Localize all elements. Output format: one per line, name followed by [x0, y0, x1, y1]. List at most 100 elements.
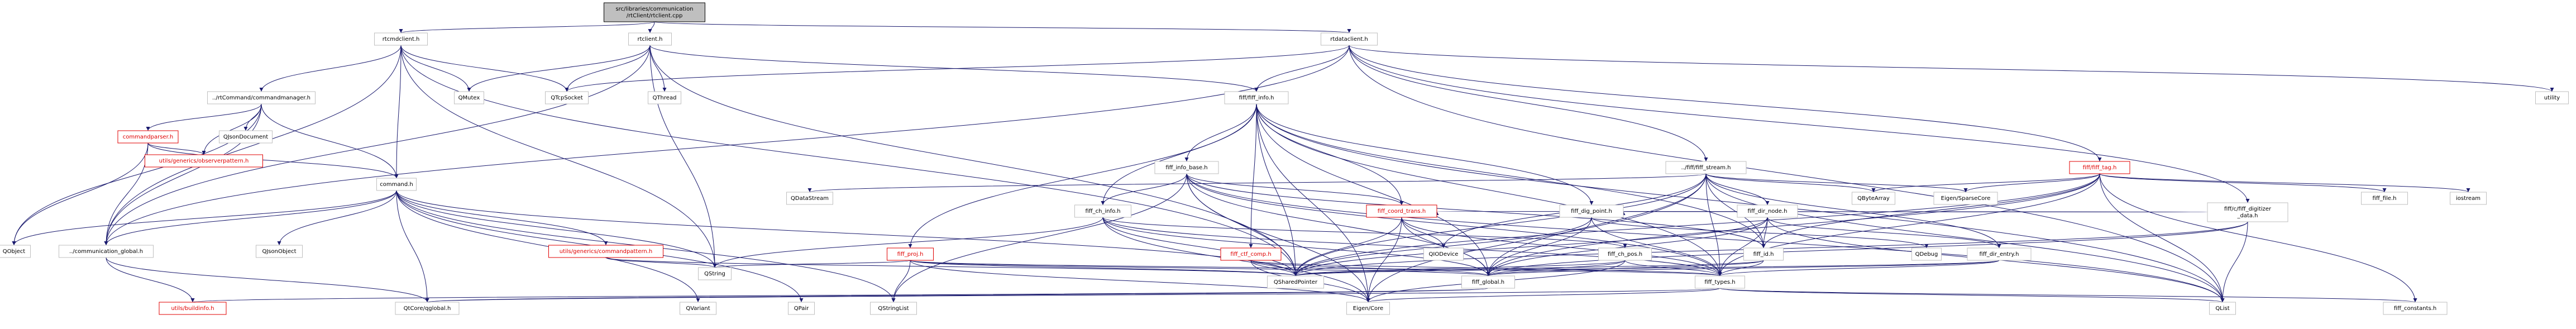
node-qdebug[interactable]: QDebug — [1911, 247, 1942, 261]
node-qpair[interactable]: QPair — [788, 302, 815, 315]
node-eigen-sparse[interactable]: Eigen/SparseCore — [1933, 192, 1998, 205]
node-fiff-ctf-comp[interactable]: fiff_ctf_comp.h — [1220, 247, 1282, 261]
node-fiff-info[interactable]: fiff/fiff_info.h — [1224, 91, 1289, 104]
node-qbytearray[interactable]: QByteArray — [1852, 192, 1895, 205]
edge-fiff-coord-trans-to-qiodevice — [1401, 217, 1446, 249]
node-qtcpsocket[interactable]: QTcpSocket — [545, 91, 589, 104]
node-box — [2069, 161, 2130, 174]
edge-fiff-stream-to-fiff-id — [1705, 173, 1766, 249]
node-label: /rtClient/rtclient.cpp — [627, 13, 683, 19]
node-cmdpattern[interactable]: utils/generics/commandpattern.h — [548, 245, 663, 258]
node-box — [628, 32, 672, 46]
edge-root-to-rtclient-h — [648, 21, 655, 34]
edge-cmdmanager-to-command — [261, 103, 399, 179]
edge-fiff-ch-info-to-fiff-ch-pos — [1102, 217, 1627, 249]
node-label: QObject — [3, 249, 26, 255]
edge-command-to-qobject — [12, 190, 397, 246]
node-qobject[interactable]: QObject — [0, 245, 31, 258]
node-fiff-global[interactable]: fiff_global.h — [1461, 275, 1515, 289]
edge-rtclient-h-to-qstring — [649, 45, 717, 268]
node-qjsondocument[interactable]: QJsonDocument — [219, 130, 273, 144]
node-observer[interactable]: utils/generics/observerpattern.h — [145, 154, 263, 168]
node-fiff-constants[interactable]: fiff_constants.h — [2383, 302, 2448, 315]
node-label: fiff_dir_entry.h — [1980, 251, 2019, 258]
node-fiff-id[interactable]: fiff_id.h — [1743, 247, 1784, 261]
node-fiff-tag[interactable]: fiff/fiff_tag.h — [2069, 161, 2130, 174]
node-eigen-core[interactable]: Eigen/Core — [1346, 302, 1390, 315]
node-rtcmdclient[interactable]: rtcmdclient.h — [374, 32, 428, 46]
node-box — [786, 192, 833, 205]
edge-rtdataclient-to-comm-global — [104, 45, 1350, 246]
node-label: QList — [2215, 306, 2229, 312]
node-iostream[interactable]: iostream — [2450, 192, 2487, 205]
node-qthread[interactable]: QThread — [648, 91, 681, 104]
node-qdatastream[interactable]: QDataStream — [786, 192, 833, 205]
edge-fiff-dir-node-to-fiff-dir-entry — [1767, 217, 2001, 249]
node-box — [698, 267, 732, 280]
node-box — [1074, 204, 1131, 218]
edge-cmdparser-to-observer — [147, 142, 206, 155]
node-box — [117, 130, 179, 144]
edge-rtdataclient-to-qlist — [1349, 45, 2225, 303]
node-fiff-types[interactable]: fiff_types.h — [1695, 275, 1745, 289]
node-qstring[interactable]: QString — [698, 267, 732, 280]
node-fiff-digitizer[interactable]: fiff/c/fiff_digitizer_data.h — [2207, 202, 2288, 222]
edge-fiff-tag-to-fiff-constants — [2099, 173, 2417, 303]
node-qstringlist[interactable]: QStringList — [870, 302, 917, 315]
node-cmdmanager[interactable]: ../rtCommand/commandmanager.h — [207, 91, 316, 104]
node-fiff-dir-entry[interactable]: fiff_dir_entry.h — [1967, 247, 2032, 261]
node-label: QJsonDocument — [223, 134, 268, 140]
edge-fiff-tag-to-eigen-sparse — [1963, 173, 2100, 193]
edge-fiff-proj-to-qsharedpointer — [910, 260, 1298, 276]
node-fiff-dir-node[interactable]: fiff_dir_node.h — [1737, 204, 1798, 218]
node-command[interactable]: command.h — [376, 178, 417, 191]
node-box — [788, 302, 815, 315]
edge-fiff-tag-to-fiff-file — [2099, 173, 2387, 193]
node-label: fiff_dig_point.h — [1571, 208, 1612, 214]
node-box — [256, 245, 303, 258]
node-qsharedpointer[interactable]: QSharedPointer — [1267, 275, 1324, 289]
node-cmdparser[interactable]: commandparser.h — [117, 130, 179, 144]
edge-fiff-stream-to-eigen-core — [1366, 173, 1707, 303]
node-box — [145, 154, 263, 168]
edge-fiff-dir-entry-to-fiff-types — [1718, 260, 2000, 276]
edge-fiff-stream-to-fiff-types — [1705, 173, 1722, 276]
node-box — [1461, 275, 1515, 289]
node-fiff-file[interactable]: fiff_file.h — [2361, 192, 2408, 205]
node-rtclient-h[interactable]: rtclient.h — [628, 32, 672, 46]
edge-fiff-tag-to-fiff-types — [1718, 173, 2100, 276]
node-qiodevice[interactable]: QIODevice — [1423, 247, 1464, 261]
node-label: QStringList — [878, 306, 909, 312]
node-fiff-ch-pos[interactable]: fiff_ch_pos.h — [1598, 247, 1652, 261]
node-label: utils/generics/commandpattern.h — [560, 249, 653, 255]
node-rtdataclient[interactable]: rtdataclient.h — [1321, 32, 1378, 46]
edge-command-to-qstring — [396, 190, 717, 268]
node-fiff-stream[interactable]: ../fiff/fiff_stream.h — [1665, 161, 1747, 174]
node-fiff-coord-trans[interactable]: fiff_coord_trans.h — [1366, 204, 1437, 218]
edge-rtclient-h-to-qtcpsocket — [565, 45, 651, 92]
edge-fiff-ch-info-to-fiff-types — [1102, 217, 1722, 276]
node-qjsonobject[interactable]: QJsonObject — [256, 245, 303, 258]
edge-fiff-info-base-to-fiff-coord-trans — [1186, 173, 1404, 206]
edge-comm-global-to-buildinfo — [106, 257, 195, 303]
node-label: ../communication_global.h — [69, 249, 143, 255]
node-label: QTcpSocket — [551, 95, 583, 101]
node-buildinfo[interactable]: utils/buildinfo.h — [159, 302, 227, 315]
node-fiff-ch-info[interactable]: fiff_ch_info.h — [1074, 204, 1131, 218]
edge-cmdmanager-to-cmdparser — [146, 103, 262, 131]
node-qvariant[interactable]: QVariant — [680, 302, 716, 315]
node-box — [545, 91, 589, 104]
edge-fiff-stream-to-qlist — [1705, 173, 2225, 303]
node-fiff-info-base[interactable]: fiff_info_base.h — [1154, 161, 1219, 174]
edge-command-to-cmdpattern — [396, 190, 608, 246]
node-fiff-dig-point[interactable]: fiff_dig_point.h — [1559, 204, 1624, 218]
node-qmutex[interactable]: QMutex — [454, 91, 484, 104]
node-label: QString — [704, 271, 725, 277]
node-utility[interactable]: utility — [2535, 91, 2569, 104]
node-qtglobal[interactable]: QtCore/qglobal.h — [395, 302, 460, 315]
node-fiff-proj[interactable]: fiff_proj.h — [887, 247, 934, 261]
node-comm-global[interactable]: ../communication_global.h — [59, 245, 154, 258]
node-qlist[interactable]: QList — [2209, 302, 2236, 315]
edge-fiff-dir-entry-to-qsharedpointer — [1294, 260, 2000, 276]
